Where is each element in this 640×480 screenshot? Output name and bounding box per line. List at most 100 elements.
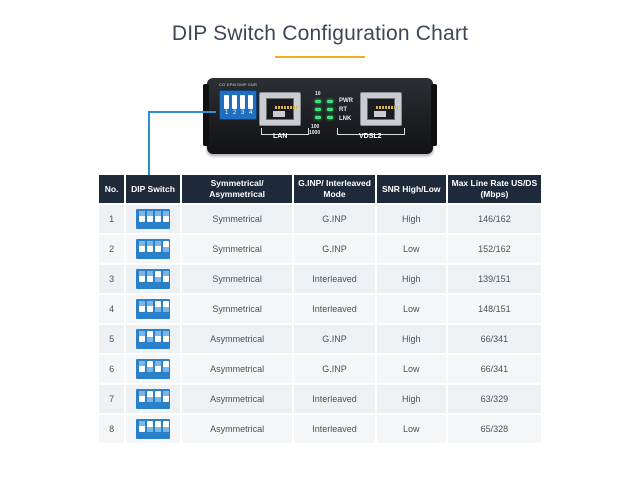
dip-switch-number: 2 bbox=[148, 379, 151, 384]
cell-snr: High bbox=[376, 205, 446, 233]
dip-switch-number: 4 bbox=[164, 229, 167, 234]
cell-no: 8 bbox=[99, 415, 125, 443]
dip-switch-key bbox=[147, 301, 154, 312]
cell-symmetry: Asymmetrical bbox=[181, 355, 293, 383]
dip-switch-number: 1 bbox=[140, 259, 143, 264]
device-right-edge bbox=[431, 84, 437, 146]
dip-switch-key bbox=[147, 241, 154, 252]
cell-mode: G.INP bbox=[294, 205, 375, 233]
pointer-line-horizontal bbox=[148, 111, 216, 113]
table-header-row: No. DIP Switch Symmetrical/ Asymmetrical… bbox=[99, 175, 541, 203]
dip-switch-key bbox=[155, 271, 162, 282]
dip-switch-key bbox=[147, 331, 154, 342]
dip-switch-key bbox=[139, 421, 146, 432]
device-image: CO EPM DMP SNR 1 2 3 4 10 PWR RT LNK 100… bbox=[203, 78, 437, 154]
cell-line-rate: 66/341 bbox=[447, 355, 541, 383]
page-title: DIP Switch Configuration Chart bbox=[171, 22, 469, 45]
lan-label: LAN bbox=[273, 133, 288, 140]
dip-switch-number: 1 bbox=[140, 379, 143, 384]
header-symmetry: Symmetrical/ Asymmetrical bbox=[181, 175, 293, 203]
cell-mode: G.INP bbox=[294, 325, 375, 353]
dip-switch-key bbox=[155, 331, 162, 342]
cell-symmetry: Asymmetrical bbox=[181, 385, 293, 413]
cell-mode: Interleaved bbox=[294, 265, 375, 293]
header-snr: SNR High/Low bbox=[376, 175, 446, 203]
dip-switch-number: 2 bbox=[148, 319, 151, 324]
dip-switch-key bbox=[139, 391, 146, 402]
dip-switch-number: 4 bbox=[164, 409, 167, 414]
device-dip-header: CO EPM DMP SNR bbox=[219, 82, 258, 87]
dip-switch-key bbox=[139, 331, 146, 342]
dip-switch-number: 3 bbox=[156, 319, 159, 324]
dip-switch-key bbox=[147, 271, 154, 282]
led-indicator bbox=[327, 108, 333, 111]
device-dip-switch: 1 2 3 4 bbox=[219, 90, 257, 120]
vdsl-bracket bbox=[337, 128, 405, 135]
dip-switch-key bbox=[163, 241, 170, 252]
dip-switch-number: 3 bbox=[156, 349, 159, 354]
cell-symmetry: Symmetrical bbox=[181, 235, 293, 263]
dip-switch-key bbox=[139, 361, 146, 372]
dip-switch-key bbox=[147, 361, 154, 372]
cell-no: 7 bbox=[99, 385, 125, 413]
dip-switch-number: 1 bbox=[140, 349, 143, 354]
dip-switch-number: 3 bbox=[156, 379, 159, 384]
led-indicator bbox=[315, 108, 321, 111]
dip-switch-key bbox=[147, 421, 154, 432]
dip-switch-key bbox=[139, 241, 146, 252]
speed-label-10: 10 bbox=[315, 91, 321, 97]
device-dip-key-1 bbox=[224, 95, 229, 109]
dip-switch-number: 2 bbox=[148, 229, 151, 234]
cell-no: 4 bbox=[99, 295, 125, 323]
header-mode: G.INP/ Interleaved Mode bbox=[294, 175, 375, 203]
dip-switch-number: 2 bbox=[148, 439, 151, 444]
cell-snr: High bbox=[376, 385, 446, 413]
cell-line-rate: 152/162 bbox=[447, 235, 541, 263]
cell-snr: High bbox=[376, 325, 446, 353]
lan-port bbox=[259, 92, 301, 126]
dip-switch-key bbox=[147, 391, 154, 402]
dip-switch-key bbox=[155, 361, 162, 372]
device-dip-number: 1 bbox=[225, 110, 229, 116]
dip-switch-number: 1 bbox=[140, 289, 143, 294]
dip-switch-number: 2 bbox=[148, 259, 151, 264]
dip-switch-number: 3 bbox=[156, 259, 159, 264]
cell-symmetry: Asymmetrical bbox=[181, 415, 293, 443]
dip-switch-number: 2 bbox=[148, 409, 151, 414]
dip-switch-number: 3 bbox=[156, 439, 159, 444]
led-label-rt: RT bbox=[339, 107, 347, 113]
cell-line-rate: 66/341 bbox=[447, 325, 541, 353]
dip-switch-key bbox=[155, 301, 162, 312]
device-dip-key-2 bbox=[232, 95, 237, 109]
dip-switch-key bbox=[163, 331, 170, 342]
dip-switch-key bbox=[163, 271, 170, 282]
dip-switch-number: 1 bbox=[140, 439, 143, 444]
led-label-lnk: LNK bbox=[339, 116, 352, 122]
device-dip-number: 3 bbox=[241, 110, 245, 116]
vdsl-port bbox=[360, 92, 402, 126]
led-indicator bbox=[327, 116, 333, 119]
dip-switch-number: 4 bbox=[164, 349, 167, 354]
dip-switch-key bbox=[163, 301, 170, 312]
led-indicator bbox=[315, 116, 321, 119]
dip-switch-key bbox=[139, 271, 146, 282]
cell-no: 6 bbox=[99, 355, 125, 383]
vdsl-label: VDSL2 bbox=[359, 133, 382, 140]
dip-switch-number: 2 bbox=[148, 349, 151, 354]
cell-no: 1 bbox=[99, 205, 125, 233]
